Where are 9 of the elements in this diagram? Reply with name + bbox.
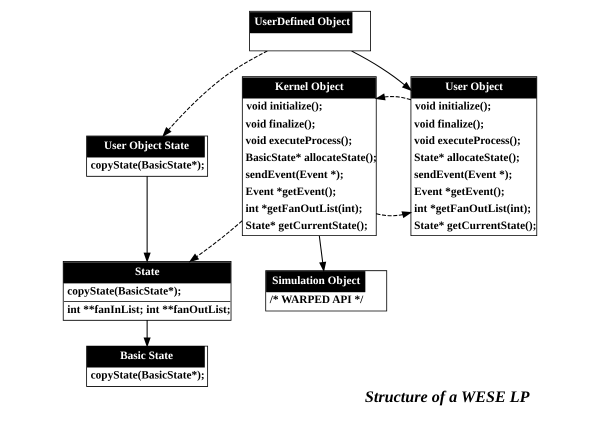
arrow bbox=[188, 220, 243, 262]
arrow bbox=[374, 93, 411, 100]
arrow bbox=[351, 50, 412, 92]
arrow bbox=[144, 320, 151, 348]
arrow bbox=[144, 176, 151, 263]
arrow bbox=[318, 236, 326, 272]
diagram-title: Structure of a WESE LP bbox=[364, 388, 530, 406]
arrow bbox=[376, 211, 412, 218]
arrow bbox=[162, 50, 268, 138]
